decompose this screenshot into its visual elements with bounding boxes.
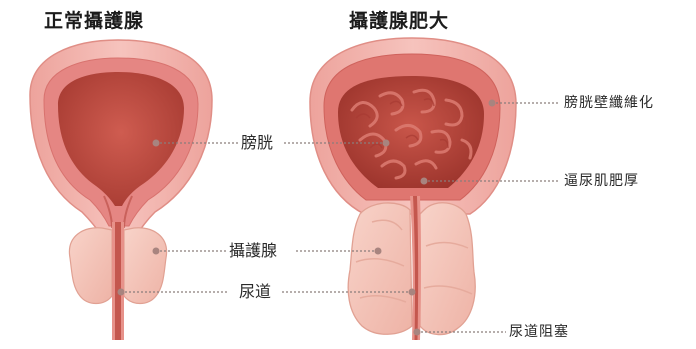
- label-urethra: 尿道: [236, 282, 274, 302]
- label-detrusor-hypertrophy: 逼尿肌肥厚: [561, 171, 642, 191]
- enlarged-bladder: [310, 38, 516, 214]
- normal-bladder: [30, 40, 212, 240]
- label-urethral-obstruction: 尿道阻塞: [506, 322, 572, 342]
- title-enlarged-prostate: 攝護腺肥大: [349, 6, 449, 33]
- label-bladder: 膀胱: [238, 133, 276, 153]
- label-bladder-wall-fibrosis: 膀胱壁纖維化: [561, 93, 657, 113]
- label-prostate: 攝護腺: [226, 241, 280, 261]
- normal-urethra: [112, 222, 124, 340]
- title-normal-prostate: 正常攝護腺: [44, 6, 144, 33]
